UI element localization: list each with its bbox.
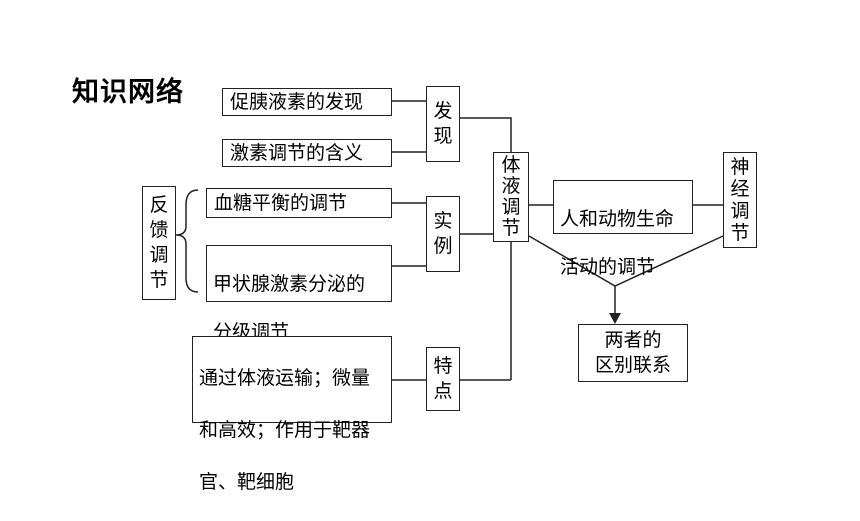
node-features: 特 点 [426,347,460,411]
node-char: 经 [730,178,750,200]
node-humoral-regulation: 体 液 调 节 [493,152,529,242]
node-discovery: 发 现 [426,86,460,162]
node-char: 体 [501,154,521,176]
node-blood-sugar: 血糖平衡的调节 [206,188,392,218]
node-line: 活动的调节 [560,256,656,278]
page-title: 知识网络 [72,77,184,108]
node-char: 馈 [149,219,169,241]
node-char: 节 [149,269,169,291]
node-label: 促胰液素的发现 [230,91,364,113]
node-char: 节 [730,222,750,244]
node-life-activity: 人和动物生命 活动的调节 [553,180,693,278]
node-line: 通过体液运输；微量 [199,367,371,389]
node-example: 实 例 [426,196,460,272]
node-label: 血糖平衡的调节 [214,192,348,214]
node-char: 调 [149,244,169,266]
node-line: 区别联系 [594,354,671,376]
node-char: 神 [730,156,750,178]
node-char: 液 [501,175,521,197]
node-char: 节 [501,217,521,239]
connector-lines [175,100,724,381]
node-char: 反 [149,194,169,216]
node-features-text: 通过体液运输；微量 和高效；作用于靶器 官、靶细胞 [192,336,392,493]
node-line: 甲状腺激素分泌的 [213,273,366,295]
node-char: 特 [433,355,453,377]
node-thyroid: 甲状腺激素分泌的 分级调节 [206,245,392,343]
node-hormone-meaning: 激素调节的含义 [222,139,392,167]
node-neural-regulation: 神 经 调 节 [723,152,757,248]
node-label: 激素调节的含义 [230,142,364,164]
node-line: 人和动物生命 [560,208,675,230]
node-line: 两者的 [604,329,662,351]
node-line: 官、靶细胞 [199,471,295,493]
node-char: 调 [501,196,521,218]
node-char: 现 [433,125,453,147]
node-char: 发 [433,100,453,122]
node-feedback: 反 馈 调 节 [142,186,176,300]
node-char: 实 [433,210,453,232]
node-insulin-discovery: 促胰液素的发现 [222,88,392,116]
node-char: 点 [433,380,453,402]
node-char: 例 [433,235,453,257]
node-line: 和高效；作用于靶器 [199,419,371,441]
arrow-head [609,313,621,324]
node-char: 调 [730,200,750,222]
node-difference: 两者的 区别联系 [578,324,688,382]
